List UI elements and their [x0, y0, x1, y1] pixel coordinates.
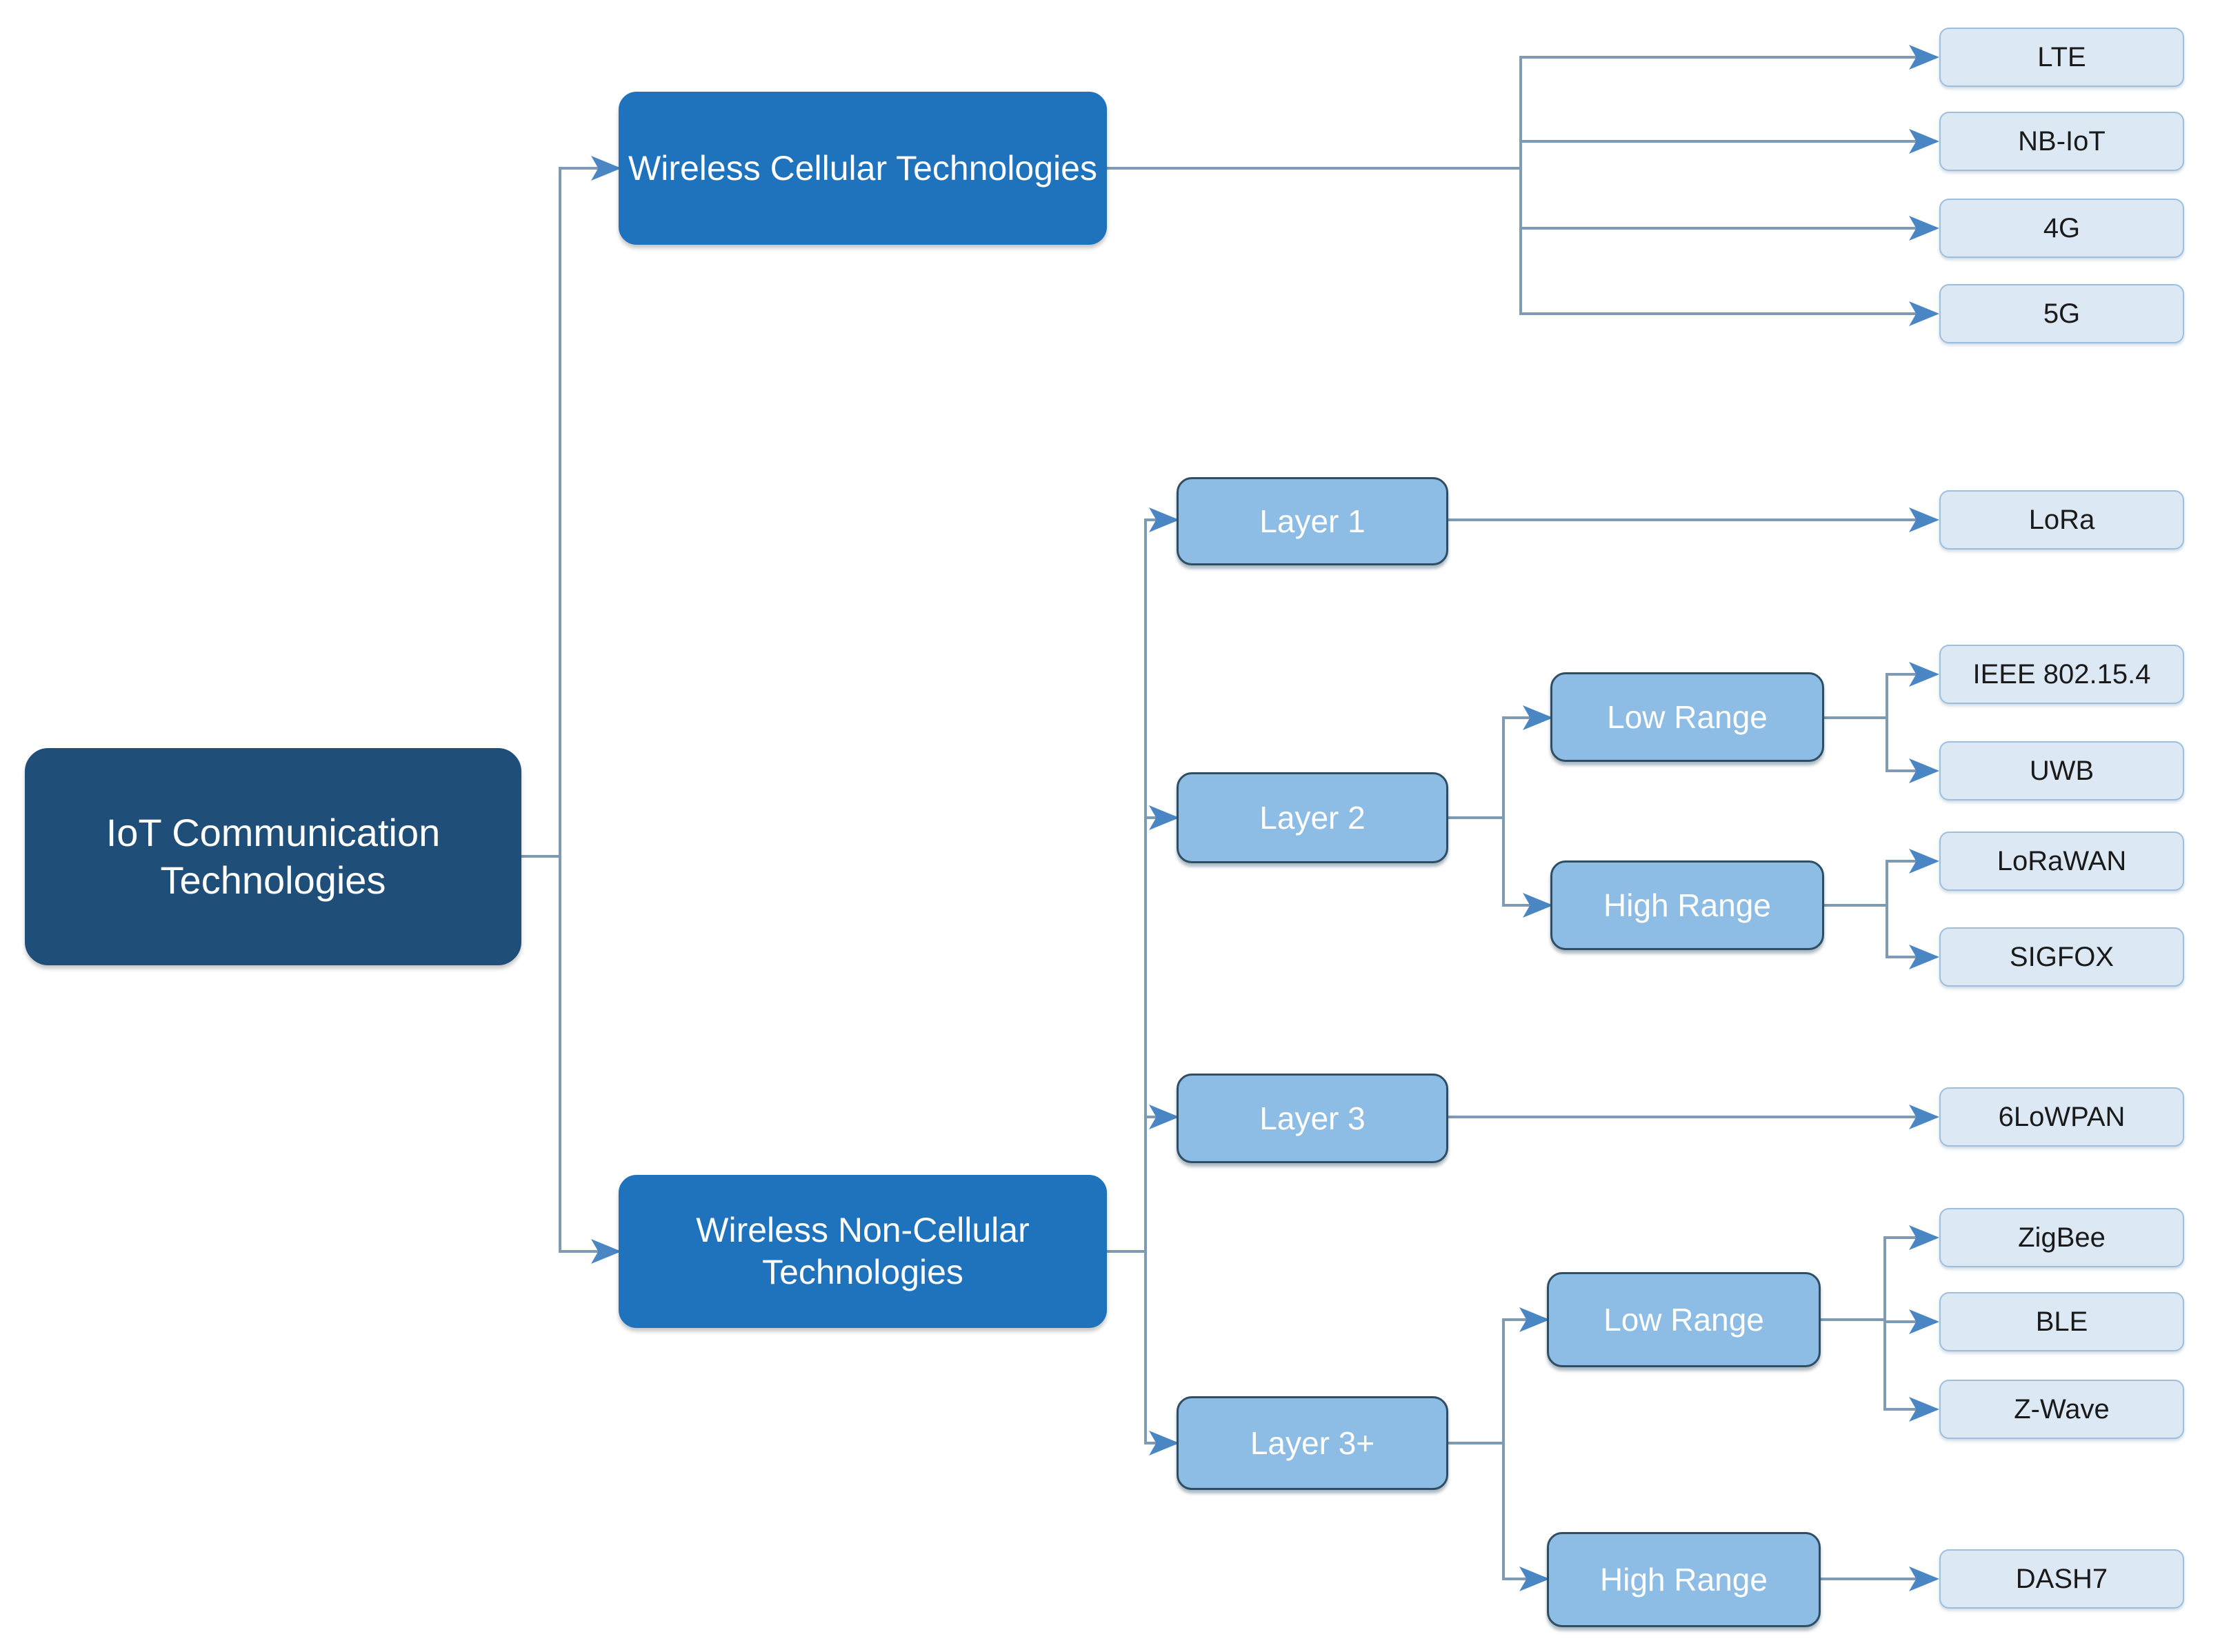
node-layer2-low-range[interactable]: Low Range — [1550, 672, 1824, 762]
node-5g[interactable]: 5G — [1939, 284, 2184, 343]
edge-cellular-lte — [1107, 45, 1939, 170]
node-layer3plus-low-range[interactable]: Low Range — [1547, 1272, 1821, 1367]
node-lorawan[interactable]: LoRaWAN — [1939, 832, 2184, 891]
node-layer2-low-range-label: Low Range — [1607, 698, 1768, 735]
node-wireless-cellular[interactable]: Wireless Cellular Technologies — [619, 92, 1107, 245]
node-ble-label: BLE — [2035, 1306, 2088, 1337]
edge-root-cellular — [521, 156, 621, 858]
node-z-wave-label: Z-Wave — [2014, 1393, 2110, 1424]
node-lte[interactable]: LTE — [1939, 28, 2184, 87]
node-layer2-high-range-label: High Range — [1603, 887, 1771, 923]
node-layer-3-plus[interactable]: Layer 3+ — [1177, 1396, 1448, 1490]
node-lora[interactable]: LoRa — [1939, 490, 2184, 550]
node-layer3plus-high-range[interactable]: High Range — [1547, 1532, 1821, 1627]
edge-noncellular-layer1 — [1107, 507, 1179, 1253]
node-zigbee[interactable]: ZigBee — [1939, 1208, 2184, 1267]
edge-layer3plus-lowrange — [1448, 1307, 1550, 1444]
edge-noncellular-layer3 — [1107, 1105, 1179, 1253]
node-lorawan-label: LoRaWAN — [1997, 845, 2127, 876]
edge-highrange-sigfox — [1824, 904, 1939, 969]
edge-lowrange-ieee — [1824, 662, 1939, 719]
node-layer-2-label: Layer 2 — [1259, 799, 1366, 836]
node-5g-label: 5G — [2043, 298, 2081, 329]
node-ieee-802-15-4-label: IEEE 802.15.4 — [1972, 658, 2151, 689]
node-nb-iot-label: NB-IoT — [2018, 125, 2106, 157]
edge-layer2-highrange — [1448, 816, 1553, 918]
node-dash7-label: DASH7 — [2015, 1563, 2108, 1594]
node-6lowpan-label: 6LoWPAN — [1998, 1101, 2126, 1132]
edge-cellular-4g — [1107, 167, 1939, 241]
edge-root-noncellular — [521, 855, 621, 1264]
node-wireless-cellular-label: Wireless Cellular Technologies — [628, 148, 1097, 188]
node-ble[interactable]: BLE — [1939, 1292, 2184, 1351]
node-layer3plus-low-range-label: Low Range — [1603, 1301, 1764, 1338]
node-sigfox[interactable]: SIGFOX — [1939, 927, 2184, 987]
node-uwb-label: UWB — [2029, 755, 2094, 786]
node-ieee-802-15-4[interactable]: IEEE 802.15.4 — [1939, 645, 2184, 704]
edge-l3plow-zwave — [1821, 1318, 1939, 1422]
edge-cellular-5g — [1107, 167, 1939, 326]
node-root[interactable]: IoT Communication Technologies — [25, 748, 521, 965]
node-dash7[interactable]: DASH7 — [1939, 1549, 2184, 1609]
node-layer3plus-high-range-label: High Range — [1600, 1561, 1768, 1598]
edge-cellular-nbiot — [1107, 129, 1939, 170]
edge-lowrange-uwb — [1824, 716, 1939, 783]
node-layer-2[interactable]: Layer 2 — [1177, 772, 1448, 863]
node-4g-label: 4G — [2043, 212, 2081, 243]
node-sigfox-label: SIGFOX — [2009, 941, 2114, 972]
node-nb-iot[interactable]: NB-IoT — [1939, 112, 2184, 171]
edge-l3plow-ble — [1821, 1309, 1939, 1334]
node-uwb[interactable]: UWB — [1939, 741, 2184, 800]
node-wireless-non-cellular-label: Wireless Non-Cellular Technologies — [696, 1211, 1030, 1291]
node-layer-3-label: Layer 3 — [1259, 1100, 1366, 1136]
edge-layer3plus-highrange — [1448, 1442, 1550, 1591]
node-6lowpan[interactable]: 6LoWPAN — [1939, 1087, 2184, 1147]
node-z-wave[interactable]: Z-Wave — [1939, 1380, 2184, 1439]
node-layer-1-label: Layer 1 — [1259, 503, 1366, 539]
node-zigbee-label: ZigBee — [2018, 1222, 2106, 1253]
edge-layer2-lowrange — [1448, 705, 1553, 819]
edge-noncellular-layer3plus — [1107, 1250, 1179, 1455]
node-layer-1[interactable]: Layer 1 — [1177, 477, 1448, 565]
edge-noncellular-layer2 — [1107, 805, 1179, 1253]
node-wireless-non-cellular[interactable]: Wireless Non-Cellular Technologies — [619, 1175, 1107, 1328]
node-lte-label: LTE — [2037, 41, 2086, 72]
node-root-label: IoT Communication Technologies — [106, 811, 441, 902]
node-layer2-high-range[interactable]: High Range — [1550, 860, 1824, 950]
node-layer-3-plus-label: Layer 3+ — [1250, 1424, 1375, 1461]
node-lora-label: LoRa — [2028, 504, 2095, 535]
edge-highrange-lorawan — [1824, 849, 1939, 907]
node-4g[interactable]: 4G — [1939, 199, 2184, 258]
edge-l3plow-zigbee — [1821, 1225, 1939, 1321]
node-layer-3[interactable]: Layer 3 — [1177, 1074, 1448, 1163]
